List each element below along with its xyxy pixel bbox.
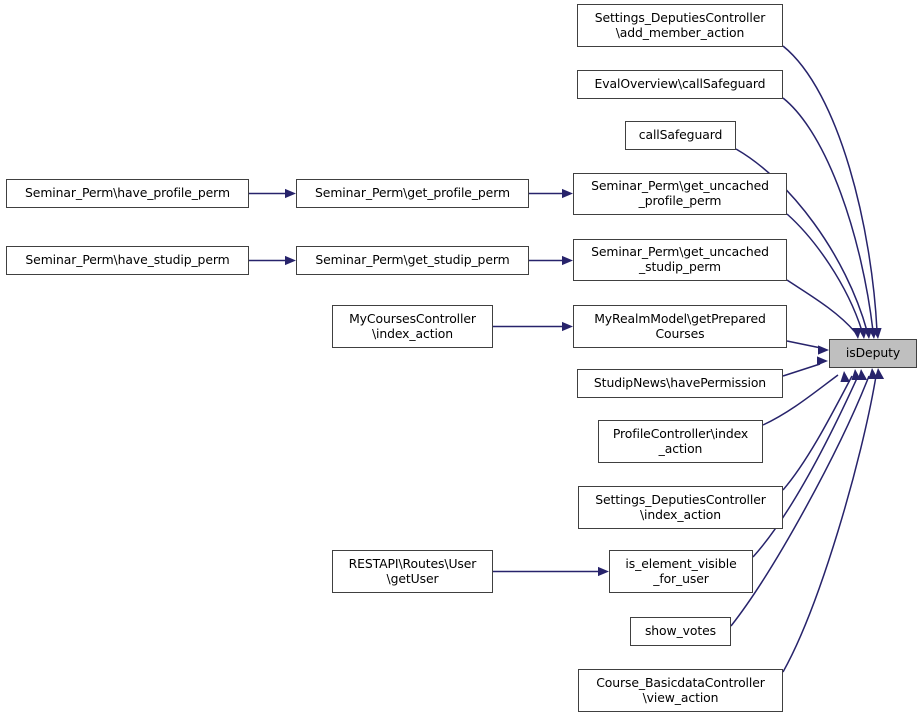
graph-node-label: isDeputy: [845, 345, 901, 361]
graph-node-mycoursescontroller_index[interactable]: MyCoursesController \index_action: [332, 305, 493, 348]
graph-node-have_profile_perm[interactable]: Seminar_Perm\have_profile_perm: [6, 179, 249, 208]
graph-edge: [786, 279, 856, 333]
graph-edge-arrowhead: [562, 321, 573, 332]
graph-node-label: Seminar_Perm\have_studip_perm: [25, 252, 230, 268]
graph-edge: [786, 340, 822, 349]
graph-node-myrealmmodel_getpreparedcourses[interactable]: MyRealmModel\getPrepared Courses: [573, 305, 787, 348]
graph-node-is_element_visible_for_user[interactable]: is_element_visible _for_user: [609, 550, 753, 593]
graph-node-have_studip_perm[interactable]: Seminar_Perm\have_studip_perm: [6, 246, 249, 275]
graph-node-label: MyCoursesController \index_action: [349, 310, 476, 341]
graph-edge-arrowhead: [851, 369, 862, 380]
graph-node-label: MyRealmModel\getPrepared Courses: [594, 310, 766, 341]
graph-node-get_uncached_profile_perm[interactable]: Seminar_Perm\get_uncached _profile_perm: [573, 173, 787, 215]
graph-edge-arrowhead: [874, 368, 885, 379]
graph-node-isdeputy[interactable]: isDeputy: [829, 339, 917, 368]
graph-node-label: Seminar_Perm\have_profile_perm: [25, 185, 230, 201]
graph-node-label: Seminar_Perm\get_uncached _profile_perm: [591, 178, 769, 208]
graph-edge-arrowhead: [562, 188, 573, 199]
graph-node-studipnews_havepermission[interactable]: StudipNews\havePermission: [577, 369, 783, 398]
graph-edge-arrowhead: [840, 371, 851, 382]
graph-edge: [786, 213, 863, 332]
graph-node-get_uncached_studip_perm[interactable]: Seminar_Perm\get_uncached _studip_perm: [573, 239, 787, 281]
graph-node-settings_deputies_add_member[interactable]: Settings_DeputiesController \add_member_…: [577, 4, 783, 47]
graph-node-callsafeguard[interactable]: callSafeguard: [625, 121, 736, 150]
graph-node-label: Settings_DeputiesController \add_member_…: [594, 9, 766, 40]
graph-node-label: Seminar_Perm\get_uncached _studip_perm: [591, 244, 769, 274]
graph-node-label: EvalOverview\callSafeguard: [594, 76, 766, 92]
graph-edge-arrowhead: [598, 566, 609, 577]
graph-edge: [782, 97, 874, 332]
graph-edge-arrowhead: [817, 356, 828, 366]
graph-node-label: Settings_DeputiesController \index_actio…: [595, 491, 766, 522]
graph-node-label: is_element_visible _for_user: [625, 555, 737, 586]
graph-node-label: RESTAPI\Routes\User \getUser: [348, 555, 477, 586]
graph-node-label: Seminar_Perm\get_studip_perm: [315, 252, 510, 268]
graph-node-label: show_votes: [644, 623, 717, 639]
graph-edge: [782, 375, 877, 673]
graph-edge-arrowhead: [871, 328, 882, 339]
graph-node-label: ProfileController\index _action: [612, 425, 749, 456]
graph-edge-arrowhead: [818, 345, 829, 355]
graph-node-settings_deputies_index[interactable]: Settings_DeputiesController \index_actio…: [578, 486, 783, 529]
graph-node-show_votes[interactable]: show_votes: [630, 617, 731, 646]
graph-node-get_profile_perm[interactable]: Seminar_Perm\get_profile_perm: [296, 179, 529, 208]
graph-node-label: callSafeguard: [638, 127, 723, 143]
graph-node-course_basicdata_view[interactable]: Course_BasicdataController \view_action: [578, 669, 783, 712]
graph-edge-arrowhead: [851, 328, 862, 339]
graph-node-get_studip_perm[interactable]: Seminar_Perm\get_studip_perm: [296, 246, 529, 275]
graph-edge: [752, 375, 859, 558]
graph-edge-arrowhead: [857, 328, 868, 339]
graph-node-label: Course_BasicdataController \view_action: [596, 674, 765, 705]
graph-edge-arrowhead: [867, 328, 878, 339]
graph-edge-arrowhead: [862, 328, 873, 339]
graph-edge-arrowhead: [857, 369, 868, 380]
graph-node-label: Seminar_Perm\get_profile_perm: [315, 185, 510, 201]
graph-edge: [782, 375, 853, 491]
graph-edge-arrowhead: [868, 368, 879, 379]
graph-node-profilecontroller_index[interactable]: ProfileController\index _action: [598, 420, 763, 463]
graph-edge-arrowhead: [285, 255, 296, 266]
graph-edge: [782, 45, 878, 332]
graph-node-evaloverview_callsafeguard[interactable]: EvalOverview\callSafeguard: [577, 70, 783, 99]
graph-edge-arrowhead: [285, 188, 296, 199]
graph-edge-arrowhead: [562, 255, 573, 266]
graph-edge: [782, 363, 821, 377]
graph-node-restapi_getuser[interactable]: RESTAPI\Routes\User \getUser: [332, 550, 493, 593]
graph-node-label: StudipNews\havePermission: [593, 375, 767, 391]
